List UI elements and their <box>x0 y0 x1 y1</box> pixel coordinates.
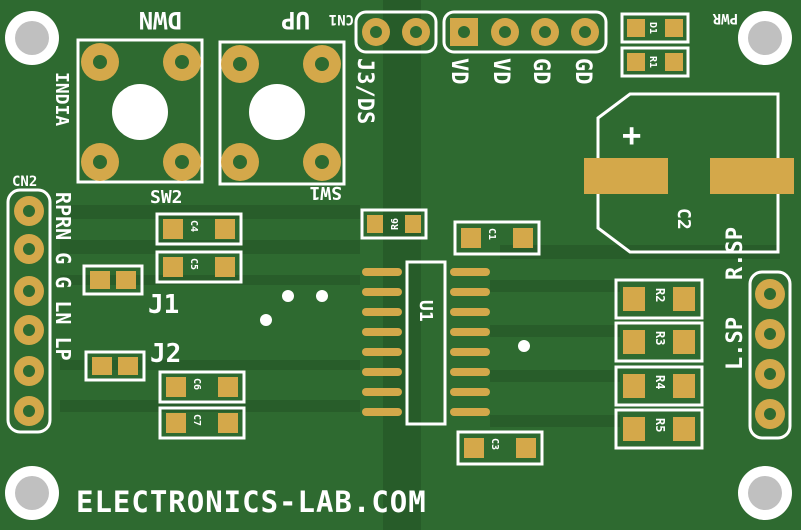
capacitor-c4 <box>155 212 243 246</box>
cap-label-c6: C6 <box>191 378 202 390</box>
resistor-r2 <box>614 278 704 320</box>
sw-dwn-label: DWN <box>139 6 182 34</box>
lsp-label: L.SP <box>723 317 748 370</box>
sw1-label: SW1 <box>309 182 342 203</box>
trace-group <box>60 205 780 427</box>
cn1-pin-label: J3/DS <box>352 58 377 124</box>
capacitor-c7 <box>158 406 246 440</box>
capacitor-c1 <box>453 220 541 256</box>
res-label-r4: R4 <box>653 375 667 389</box>
cn1-label: CN1 <box>329 11 354 27</box>
connector-speaker <box>748 270 792 440</box>
pwr-label: PWR <box>712 10 738 26</box>
resistor-r1 <box>620 46 690 78</box>
connector-cn2 <box>6 188 52 434</box>
res-label-r3: R3 <box>653 331 667 345</box>
switch-sw2 <box>76 38 204 184</box>
cap-label-c4: C4 <box>188 220 199 232</box>
c2-plus-label: + <box>622 116 641 154</box>
switch-sw1 <box>218 40 346 186</box>
cap-label-c7: C7 <box>191 414 202 426</box>
diode-d1 <box>620 12 690 44</box>
resistor-r6 <box>360 208 428 240</box>
r1-label: R1 <box>647 56 658 68</box>
capacitor-c6 <box>158 370 246 404</box>
capacitor-c3 <box>456 430 544 466</box>
vias <box>260 290 530 352</box>
connector-cn1 <box>354 10 608 54</box>
j1-label: J1 <box>148 290 179 320</box>
resistor-r4 <box>614 365 704 407</box>
capacitor-c5 <box>155 250 243 284</box>
jumper-j1 <box>82 264 144 296</box>
jumper-j2 <box>84 350 146 382</box>
trace-vertical <box>383 0 421 530</box>
cn2-pin-labels: RPRN G G LN LP <box>51 192 75 361</box>
ic-u1 <box>362 260 490 426</box>
cn2-label: CN2 <box>12 174 37 190</box>
sw2-label: SW2 <box>150 187 183 208</box>
u1-label: U1 <box>415 300 436 322</box>
c2-label: C2 <box>673 208 694 230</box>
rsp-label: R.SP <box>723 227 748 280</box>
j2-label: J2 <box>150 339 181 369</box>
resistor-r5 <box>614 408 704 450</box>
res-label-r2: R2 <box>653 288 667 302</box>
india-label: INDIA <box>51 72 72 126</box>
cn1-pin-label: VD <box>446 58 471 85</box>
brand-label: ELECTRONICS-LAB.COM <box>76 485 427 519</box>
cap-label-c1: C1 <box>486 228 497 240</box>
mounting-holes <box>5 11 792 520</box>
capacitor-c2 <box>584 92 794 254</box>
res-label-r6: R6 <box>390 218 401 230</box>
cn1-pin-label: VD <box>488 58 513 85</box>
cn1-pin-label: GD <box>528 58 553 85</box>
cap-label-c5: C5 <box>188 258 199 270</box>
res-label-r5: R5 <box>653 418 667 432</box>
d1-label: D1 <box>647 22 658 34</box>
cap-label-c3: C3 <box>489 438 500 450</box>
sw-up-label: UP <box>281 6 310 34</box>
resistor-r3 <box>614 321 704 363</box>
cn1-pin-label: GD <box>570 58 595 85</box>
